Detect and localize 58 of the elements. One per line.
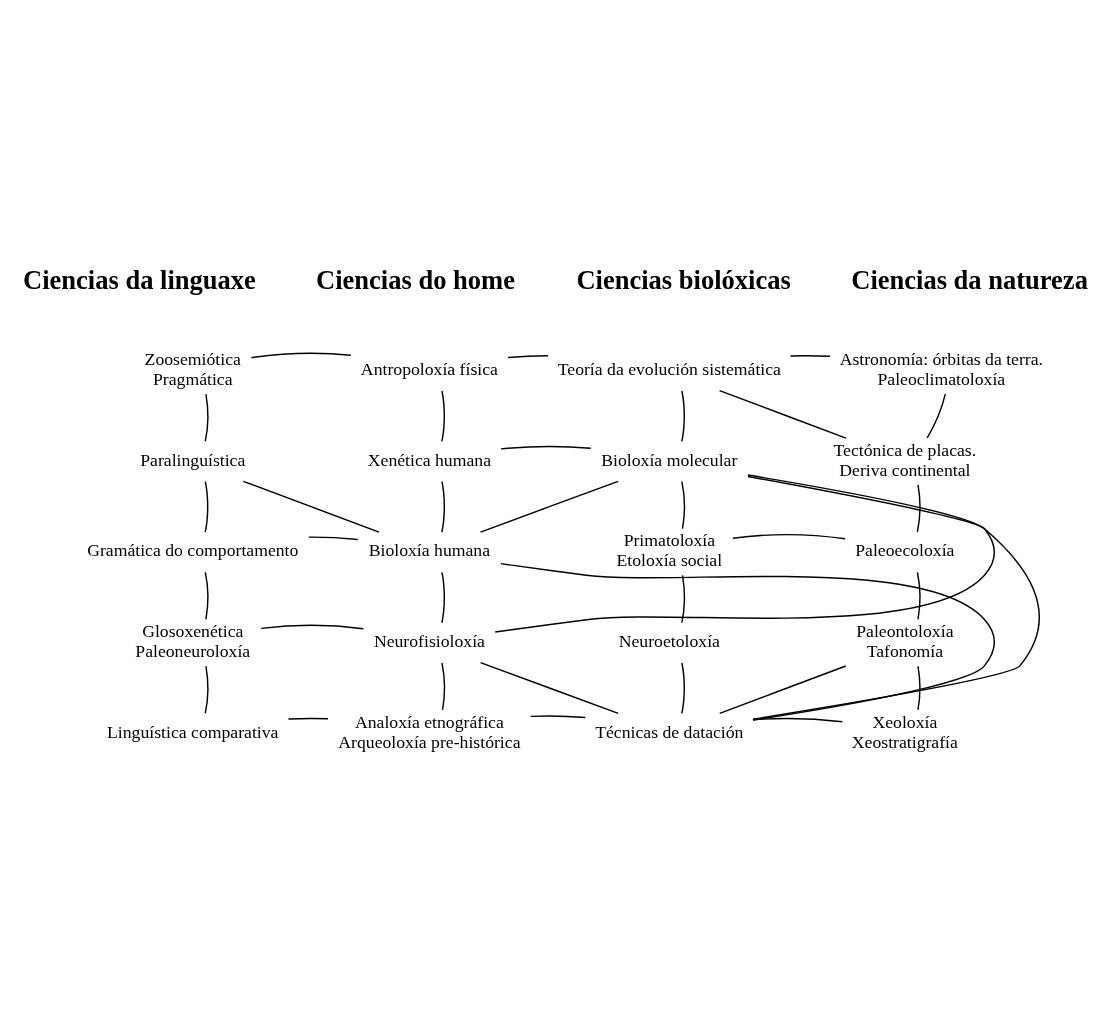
connector: [308, 535, 359, 540]
connector: [507, 354, 549, 358]
node-text: Paleontoloxía Tafonomía: [856, 620, 954, 661]
node-text: Antropoloxía física: [360, 358, 498, 379]
connector: [681, 480, 685, 529]
connector: [204, 664, 209, 714]
connector: [732, 533, 846, 540]
connector: [204, 392, 209, 442]
connector: [441, 661, 446, 711]
node-text: Paralinguística: [140, 449, 246, 470]
connector: [718, 389, 847, 439]
connector: [479, 661, 619, 714]
node-text: Neuroetoloxía: [618, 630, 720, 651]
node-text: Xeoloxía Xeostratigrafía: [851, 711, 958, 752]
node-text: Primatoloxía Etoloxía social: [616, 529, 723, 570]
node-text: Analoxía etnográfica Arqueoloxía pre-histórica: [338, 711, 521, 752]
connector: [926, 392, 946, 439]
connector: [494, 475, 996, 633]
connector: [441, 571, 446, 623]
connector: [789, 354, 831, 357]
connector: [204, 480, 209, 533]
connector: [242, 480, 380, 533]
node-text: Gramática do comportamento: [87, 539, 299, 560]
connector: [441, 480, 446, 533]
connector: [917, 664, 921, 711]
node-text: Xenética humana: [367, 449, 492, 470]
connector: [747, 473, 1040, 720]
label: Ciencias do home: [316, 264, 515, 295]
connector: [681, 661, 685, 714]
connector: [260, 624, 365, 629]
node-text: Neurofisioloxía: [373, 630, 485, 651]
connector: [752, 717, 843, 722]
connector: [719, 664, 847, 714]
node-text: Tectónica de placas. Deriva continental: [833, 439, 977, 479]
connector: [500, 445, 592, 450]
label: Ciencias da linguaxe: [23, 264, 256, 295]
node-text: Bioloxía humana: [368, 539, 491, 560]
connector: [500, 562, 996, 721]
node-text: Bioloxía molecular: [601, 449, 738, 470]
label: Ciencias biolóxicas: [576, 264, 791, 295]
connector: [204, 571, 209, 620]
node-text: Zoosemiótica Pragmática: [144, 348, 241, 389]
connector: [529, 714, 587, 718]
node-text: Glosoxenética Paleoneuroloxía: [135, 620, 251, 661]
node-text: Teoría da evolución sistemática: [557, 358, 781, 379]
node-text: Linguística comparativa: [107, 721, 279, 742]
connector: [681, 574, 685, 623]
connector: [479, 480, 619, 533]
connector: [250, 352, 352, 358]
label: Ciencias da natureza: [851, 264, 1088, 295]
connector: [916, 483, 921, 533]
connector: [287, 717, 329, 720]
connector: [441, 389, 446, 442]
node-text: Técnicas de datación: [595, 721, 744, 742]
node-text: Paleoecoloxía: [855, 539, 955, 560]
connector: [916, 571, 921, 620]
node-text: Astronomía: órbitas da terra. Paleoclimatoloxía: [839, 348, 1044, 389]
connector: [681, 389, 685, 442]
